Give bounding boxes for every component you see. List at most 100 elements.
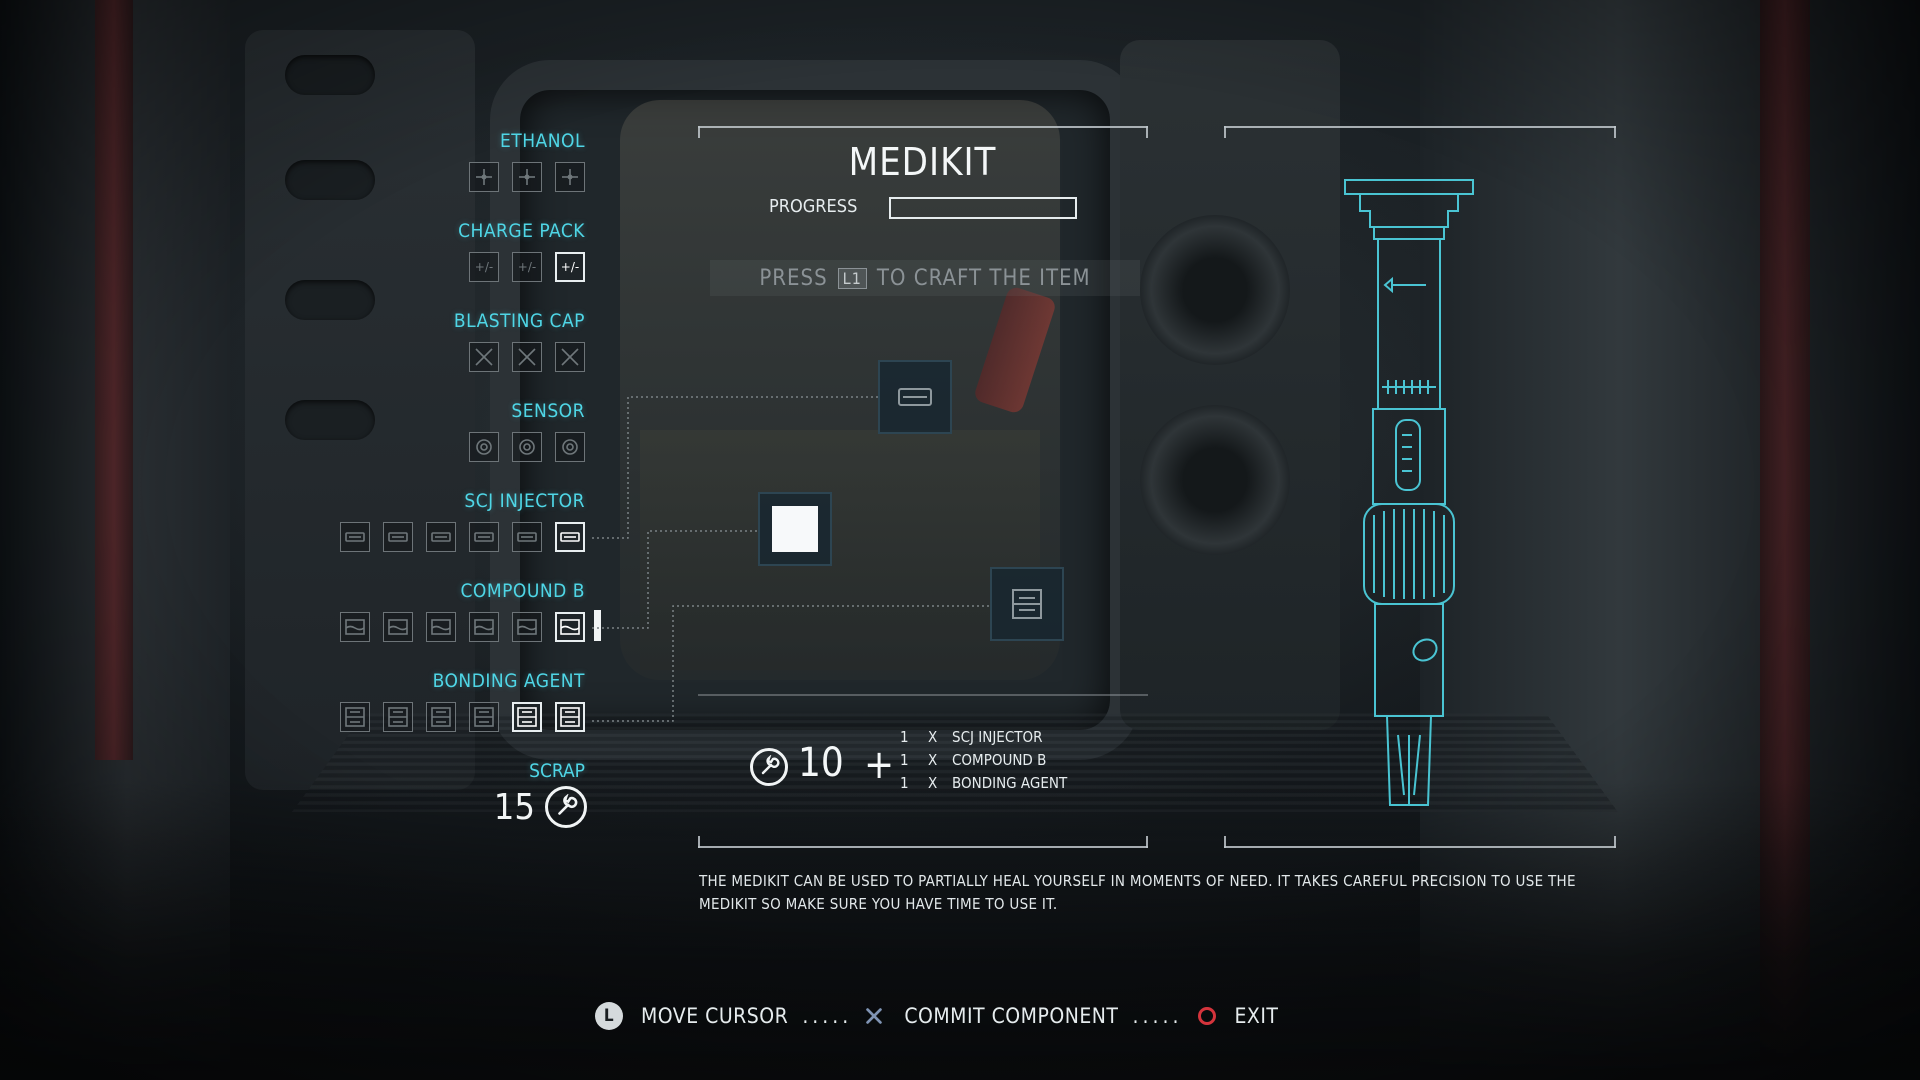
frame-tick — [1224, 126, 1226, 138]
circle-button-icon[interactable] — [1198, 1007, 1217, 1025]
scj-injector-icon — [431, 532, 451, 542]
bonding-agent-icon — [517, 707, 537, 727]
progress-label: PROGRESS — [769, 196, 858, 217]
component-slot[interactable] — [512, 432, 542, 462]
recipe-slot-bonding-agent[interactable] — [990, 567, 1064, 641]
component-slot[interactable]: +/- — [469, 252, 499, 282]
selection-cursor — [594, 610, 601, 641]
commit-component-label[interactable]: COMMIT COMPONENT — [904, 1004, 1119, 1028]
charge-pack-icon: +/- — [518, 260, 536, 274]
svg-text:+/-: +/- — [518, 260, 536, 274]
component-slots — [340, 702, 585, 732]
component-slot[interactable] — [555, 432, 585, 462]
component-slot[interactable] — [340, 702, 370, 732]
compound-b-icon — [388, 619, 408, 635]
bonding-agent-icon — [560, 707, 580, 727]
svg-text:+/-: +/- — [561, 260, 579, 274]
component-slot[interactable] — [383, 702, 413, 732]
compound-b-icon — [474, 619, 494, 635]
component-slot[interactable] — [426, 522, 456, 552]
craft-prompt[interactable]: PRESS L1 TO CRAFT THE ITEM — [710, 260, 1140, 296]
requirement-times: X — [928, 751, 938, 769]
blueprint-frame-top — [1224, 126, 1616, 128]
compound-b-icon — [560, 619, 580, 635]
component-label: SCJ INJECTOR — [464, 490, 585, 512]
component-slot[interactable] — [512, 522, 542, 552]
component-slots — [469, 432, 585, 462]
bonding-agent-icon — [345, 707, 365, 727]
wrench-icon — [545, 786, 587, 828]
l1-button-icon: L1 — [837, 267, 867, 289]
component-slot[interactable] — [555, 342, 585, 372]
component-slot[interactable] — [340, 612, 370, 642]
component-slot[interactable] — [555, 702, 585, 732]
component-label: COMPOUND B — [460, 580, 585, 602]
component-slot[interactable] — [426, 612, 456, 642]
compound-b-icon — [431, 619, 451, 635]
requirement-name: SCJ INJECTOR — [952, 728, 1043, 746]
component-slots: +/- +/- +/- — [469, 252, 585, 282]
component-slot[interactable] — [426, 702, 456, 732]
blasting-cap-icon — [561, 348, 579, 366]
component-slot[interactable] — [512, 342, 542, 372]
component-label: BONDING AGENT — [432, 670, 585, 692]
charge-pack-icon: +/- — [561, 260, 579, 274]
blueprint-frame-bottom — [1224, 846, 1616, 848]
requirement-name: COMPOUND B — [952, 751, 1047, 769]
prompt-press: PRESS — [759, 265, 828, 291]
component-slot[interactable] — [469, 162, 499, 192]
frame-bottom-line — [698, 846, 1148, 848]
component-slot[interactable] — [340, 522, 370, 552]
sensor-icon — [476, 439, 492, 455]
component-slot[interactable] — [555, 522, 585, 552]
component-slot[interactable] — [512, 702, 542, 732]
component-slot[interactable] — [469, 612, 499, 642]
component-slot[interactable] — [469, 522, 499, 552]
component-slot[interactable] — [469, 702, 499, 732]
scj-injector-icon — [560, 532, 580, 542]
compound-b-icon — [345, 619, 365, 635]
ethanol-icon — [519, 169, 535, 185]
component-slot[interactable] — [469, 342, 499, 372]
recipe-slot-scj-injector[interactable] — [878, 360, 952, 434]
component-slot[interactable] — [512, 162, 542, 192]
exit-label[interactable]: EXIT — [1234, 1004, 1279, 1028]
progress-bar — [889, 197, 1077, 219]
svg-text:+/-: +/- — [475, 260, 493, 274]
component-slot[interactable]: +/- — [512, 252, 542, 282]
cost-wrench-icon — [750, 748, 788, 786]
component-slot[interactable] — [383, 522, 413, 552]
requirement-qty: 1 — [900, 774, 909, 792]
frame-tick — [1224, 836, 1226, 848]
compound-b-icon — [517, 619, 537, 635]
cross-button-icon[interactable] — [862, 1004, 886, 1028]
scrap-label: SCRAP — [529, 760, 585, 782]
medikit-blueprint-icon — [1344, 179, 1474, 806]
requirement-times: X — [928, 774, 938, 792]
component-slot[interactable] — [555, 612, 585, 642]
requirement-qty: 1 — [900, 728, 909, 746]
component-label: SENSOR — [511, 400, 585, 422]
component-slots — [469, 162, 585, 192]
component-slot[interactable] — [555, 162, 585, 192]
component-label: CHARGE PACK — [458, 220, 585, 242]
blasting-cap-icon — [518, 348, 536, 366]
component-slot[interactable] — [383, 612, 413, 642]
component-slot[interactable]: +/- — [555, 252, 585, 282]
component-slot[interactable] — [512, 612, 542, 642]
requirement-name: BONDING AGENT — [952, 774, 1068, 792]
charge-pack-icon: +/- — [475, 260, 493, 274]
requirement-row: 1 X BONDING AGENT — [900, 772, 1067, 795]
item-description: THE MEDIKIT CAN BE USED TO PARTIALLY HEA… — [699, 872, 1576, 913]
component-slot[interactable] — [469, 432, 499, 462]
component-slots — [469, 342, 585, 372]
component-slots — [340, 522, 585, 552]
scj-injector-icon — [388, 532, 408, 542]
requirement-qty: 1 — [900, 751, 909, 769]
separator-dots: ..... — [1132, 1004, 1183, 1028]
bonding-agent-icon — [1012, 589, 1042, 619]
recipe-slot-compound-b[interactable] — [758, 492, 832, 566]
